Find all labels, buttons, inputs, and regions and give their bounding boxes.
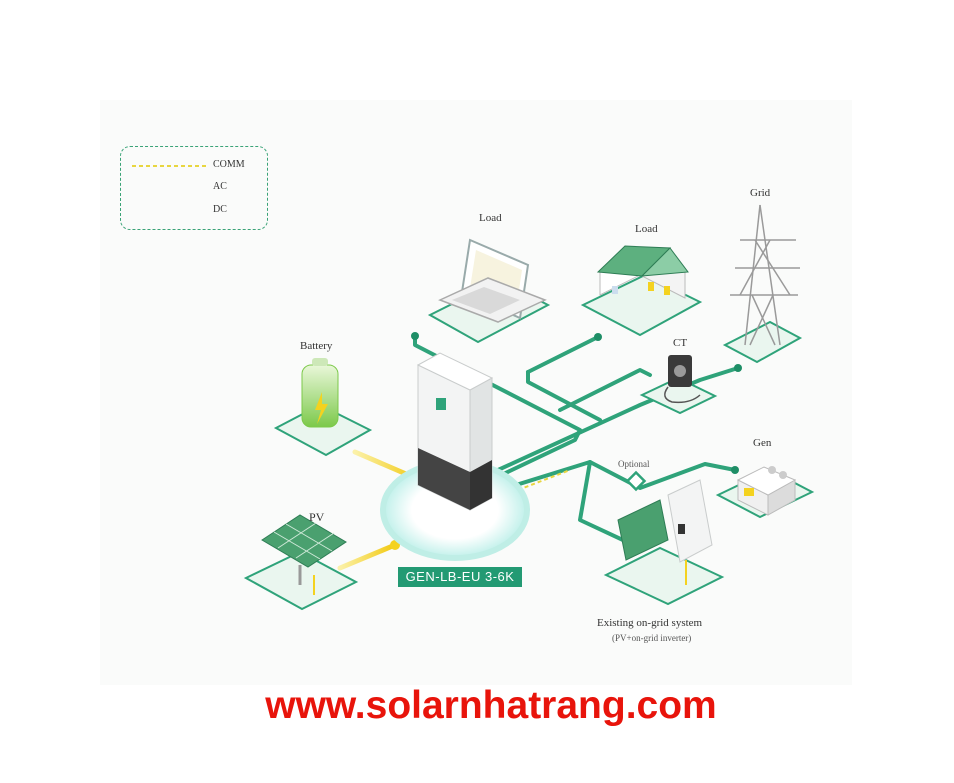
hybrid-inverter-icon — [380, 352, 530, 561]
generator-icon — [715, 466, 815, 519]
label-load-laptop: Load — [479, 212, 502, 224]
ct-sensor-icon — [639, 355, 718, 415]
existing-on-grid-system-icon — [603, 479, 725, 606]
comm-line — [504, 469, 571, 496]
label-load-house: Load — [635, 223, 658, 235]
label-optional: Optional — [618, 459, 650, 469]
optional-switch-icon — [625, 470, 647, 492]
label-ct: CT — [673, 337, 688, 349]
label-grid: Grid — [750, 187, 771, 199]
legend-box — [120, 146, 268, 230]
label-pv: PV — [309, 510, 325, 524]
website-url: www.solarnhatrang.com — [265, 684, 717, 727]
house-load-icon — [580, 245, 703, 337]
label-gen: Gen — [753, 437, 772, 449]
laptop-load-icon — [427, 238, 551, 344]
ac-lines — [413, 333, 740, 550]
pv-panel-icon — [243, 514, 359, 611]
label-existing-system: Existing on-grid system — [597, 617, 703, 629]
inverter-model-label: GEN-LB-EU 3-6K — [398, 567, 522, 587]
grid-tower-icon — [722, 204, 803, 364]
legend-ac-label: AC — [213, 181, 227, 192]
battery-icon — [273, 358, 373, 457]
legend-dc-label: DC — [213, 204, 227, 215]
legend-comm-label: COMM — [213, 159, 245, 170]
label-battery: Battery — [300, 340, 333, 352]
label-existing-system-sub: (PV+on-grid inverter) — [612, 633, 692, 643]
